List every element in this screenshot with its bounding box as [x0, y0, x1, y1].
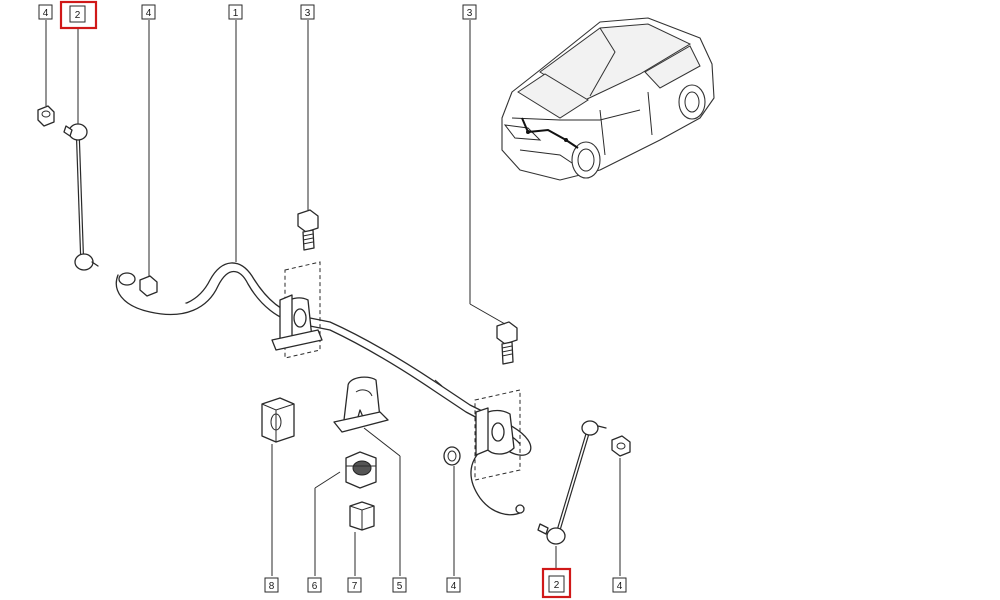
svg-text:7: 7 — [352, 581, 358, 592]
right-stabilizer-link — [537, 420, 607, 545]
bar-washer-nut — [443, 446, 461, 466]
svg-text:2: 2 — [554, 580, 560, 591]
svg-text:5: 5 — [397, 581, 403, 592]
callout-1-top: 1 — [228, 4, 243, 20]
svg-text:3: 3 — [305, 8, 311, 19]
callout-8-bottom: 8 — [264, 577, 279, 593]
svg-text:8: 8 — [269, 581, 275, 592]
svg-text:6: 6 — [312, 581, 318, 592]
highlight-frame-bottom — [541, 567, 572, 599]
callout-3-top-right: 3 — [462, 4, 477, 20]
upper-bushing-clamp — [271, 261, 323, 359]
bar-end-nut — [139, 275, 158, 297]
callout-4-bottom-right: 4 — [612, 577, 627, 593]
svg-text:4: 4 — [43, 8, 49, 19]
svg-text:3: 3 — [467, 8, 473, 19]
right-top-nut — [611, 435, 631, 457]
leader-lines — [45, 20, 621, 576]
left-top-nut — [37, 105, 55, 127]
callout-4-top-left: 4 — [38, 4, 53, 20]
split-bushing-part-6 — [345, 451, 377, 489]
svg-text:1: 1 — [233, 8, 239, 19]
upper-bolt — [297, 209, 319, 251]
small-bushing-part-7 — [349, 501, 375, 531]
lower-bushing-clamp — [474, 389, 521, 481]
clamp-bracket-part-5 — [333, 376, 389, 433]
svg-text:2: 2 — [75, 10, 81, 21]
svg-text:4: 4 — [451, 581, 457, 592]
callout-2-bottom: 2 — [541, 567, 572, 599]
callout-4-top: 4 — [141, 4, 156, 20]
svg-text:4: 4 — [146, 8, 152, 19]
callout-5-bottom: 5 — [392, 577, 407, 593]
callout-4-bottom: 4 — [446, 577, 461, 593]
svg-text:4: 4 — [617, 581, 623, 592]
callout-3-top: 3 — [300, 4, 315, 20]
stabilizer-bar — [115, 262, 532, 516]
car-location-illustration — [501, 17, 715, 181]
highlight-frame-top — [59, 0, 98, 30]
bushing-part-8 — [261, 397, 295, 443]
callout-2-top-left: 2 — [59, 0, 98, 30]
callout-6-bottom: 6 — [307, 577, 322, 593]
callout-7-bottom: 7 — [347, 577, 362, 593]
lower-bolt — [496, 321, 518, 365]
left-stabilizer-link — [63, 123, 99, 271]
